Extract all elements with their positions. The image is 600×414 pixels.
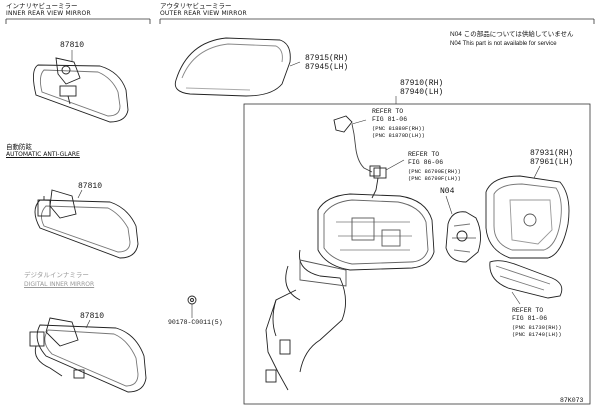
part-number-glass-rh[interactable]: 87931(RH) xyxy=(530,149,574,158)
outer-mirror-header-en: OUTER REAR VIEW MIRROR xyxy=(160,10,247,17)
ref1-pnc-lh: (PNC 81870D(LH)) xyxy=(372,132,425,139)
part-number-n04[interactable]: N04 xyxy=(440,187,455,196)
part-number-glass-lh[interactable]: 87961(LH) xyxy=(530,158,574,167)
section-digital-en: DIGITAL INNER MIRROR xyxy=(24,281,95,288)
assembly-frame xyxy=(243,103,591,405)
side-turn-lamp[interactable] xyxy=(489,260,563,299)
header-rules xyxy=(5,18,595,24)
ref3-fig[interactable]: FIG 81-06 xyxy=(512,315,548,322)
note-line-jp: N04 この部品については供給していません xyxy=(450,31,574,38)
note-line-en: N04 This part is not available for servi… xyxy=(450,41,557,47)
part-number-assy-lh[interactable]: 87940(LH) xyxy=(400,88,444,97)
outer-mirror-header-jp: アウタリヤビューミラー xyxy=(160,2,232,10)
n04-part[interactable] xyxy=(445,211,481,263)
inner-mirror-header-en: INNER REAR VIEW MIRROR xyxy=(6,10,91,17)
camera-unit[interactable] xyxy=(371,167,387,199)
part-number-inner-auto[interactable]: 87810 xyxy=(78,182,103,191)
ref2-fig[interactable]: FIG 86-06 xyxy=(408,159,444,166)
screw[interactable] xyxy=(187,295,197,305)
ref3-pnc-lh: (PNC 81740(LH)) xyxy=(512,331,562,338)
ref2-title: REFER TO xyxy=(408,151,440,158)
outer-mirror-cover[interactable] xyxy=(174,37,291,97)
ref3-title: REFER TO xyxy=(512,307,544,314)
part-number-inner-digital[interactable]: 87810 xyxy=(80,312,105,321)
inner-mirror-auto-antiglare[interactable] xyxy=(34,189,139,259)
ref2-pnc-lh: (PNC 86790F(LH)) xyxy=(408,175,461,182)
part-number-cover-lh[interactable]: 87945(LH) xyxy=(305,63,349,72)
inner-mirror-header-jp: インナリヤビューミラー xyxy=(6,2,78,10)
ref1-title: REFER TO xyxy=(372,108,404,115)
inner-mirror-standard[interactable] xyxy=(33,57,129,123)
inner-mirror-digital[interactable] xyxy=(29,317,147,393)
outer-mirror-assembly[interactable] xyxy=(265,193,435,391)
part-number-assy-rh[interactable]: 87910(RH) xyxy=(400,79,444,88)
ref1-fig[interactable]: FIG 81-06 xyxy=(372,116,408,123)
part-number-cover-rh[interactable]: 87915(RH) xyxy=(305,54,349,63)
part-number-screw[interactable]: 90178-C0011(5) xyxy=(168,319,223,326)
ref3-pnc-rh: (PNC 81730(RH)) xyxy=(512,324,562,331)
mirror-glass[interactable] xyxy=(485,175,570,259)
turn-signal-clip[interactable] xyxy=(333,115,381,177)
part-number-inner-std[interactable]: 87810 xyxy=(60,41,85,50)
diagram-id: 87K073 xyxy=(560,397,584,404)
section-auto-antiglare-en: AUTOMATIC ANTI-GLARE xyxy=(6,151,80,158)
section-digital-jp: デジタルインナミラー xyxy=(24,271,89,279)
ref2-pnc-rh: (PNC 86790E(RH)) xyxy=(408,168,461,175)
section-auto-antiglare-jp: 自動防眩 xyxy=(6,143,32,151)
ref1-pnc-rh: (PNC 81880F(RH)) xyxy=(372,125,425,132)
